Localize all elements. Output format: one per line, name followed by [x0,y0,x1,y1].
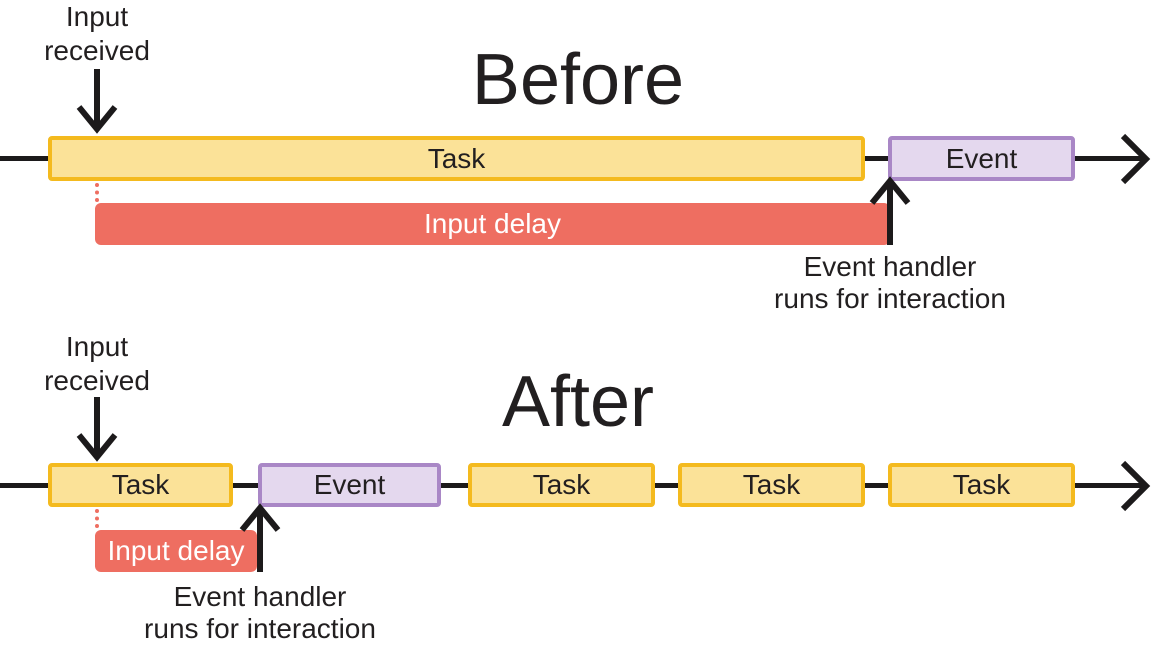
after-input-delay-label: Input delay [107,535,245,566]
after-task-bar-1: Task [48,463,233,507]
after-task-2-label: Task [532,469,591,500]
after-event-label: Event [313,469,386,500]
after-event-handler-note: Event handler runs for interaction [144,581,376,644]
after-input-dotted-connector [95,509,99,528]
before-input-delay-bar: Input delay [95,203,890,245]
input-received-down-arrow-icon [76,69,118,134]
after-input-received-down-arrow-icon [76,397,118,462]
before-event-bar: Event [888,136,1075,181]
after-task-4-label: Task [952,469,1011,500]
after-input-delay-bar: Input delay [95,530,257,572]
before-task-label: Task [427,142,486,174]
before-event-label: Event [945,142,1018,174]
after-timeline-arrowhead-icon [1120,460,1151,512]
after-task-bar-2: Task [468,463,655,507]
before-event-handler-note: Event handler runs for interaction [774,251,1006,314]
after-task-3-label: Task [742,469,801,500]
before-input-dotted-connector [95,183,99,202]
before-task-bar: Task [48,136,865,181]
after-input-received-label: Input received [44,331,150,396]
after-title: After [501,362,655,442]
before-input-received-label: Input received [44,1,150,66]
before-event-handler-up-arrow-icon [869,176,911,245]
after-event-bar: Event [258,463,441,507]
before-timeline-arrowhead-icon [1120,133,1151,185]
after-task-1-label: Task [111,469,170,500]
before-input-delay-label: Input delay [424,208,561,239]
after-task-bar-3: Task [678,463,865,507]
after-event-handler-up-arrow-icon [239,503,281,572]
after-task-bar-4: Task [888,463,1075,507]
before-title: Before [471,40,685,120]
